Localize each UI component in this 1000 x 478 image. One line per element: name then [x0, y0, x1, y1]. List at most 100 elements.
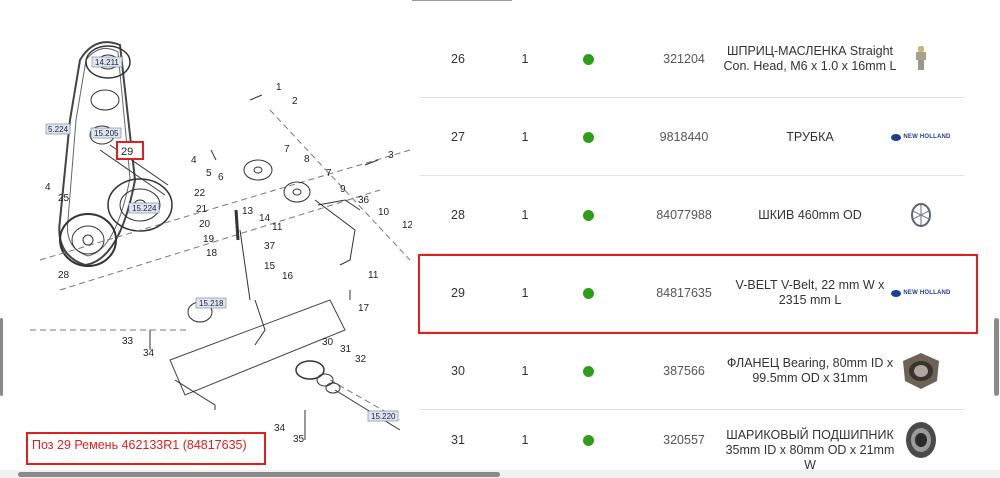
caption-text: Поз 29 Ремень 462133R1 (84817635)	[32, 438, 247, 452]
table-row[interactable]: 26 1 321204 ШПРИЦ-МАСЛЕНКА Straight Con.…	[420, 20, 964, 98]
callout-32: 32	[355, 354, 367, 365]
horizontal-scrollbar[interactable]	[0, 470, 1000, 478]
callout-2: 2	[292, 96, 298, 107]
ref-label-15-218: 15.218	[199, 299, 224, 308]
parts-table: 26 1 321204 ШПРИЦ-МАСЛЕНКА Straight Con.…	[420, 20, 964, 472]
ref-label-15-220: 15.220	[371, 412, 396, 421]
callout-12: 12	[402, 220, 412, 231]
callout-19: 19	[203, 234, 215, 245]
part-image-cell[interactable]: NEW HOLLAND	[888, 254, 954, 332]
callout-28: 28	[58, 270, 70, 281]
pos-cell: 29	[451, 286, 465, 300]
table-row[interactable]: 28 1 84077988 ШКИВ 460mm OD	[420, 176, 964, 254]
callout-4: 4	[191, 155, 197, 166]
callout-10: 10	[378, 207, 390, 218]
callout-13: 13	[242, 206, 254, 217]
flange-icon	[903, 353, 939, 389]
description-cell: V-BELT V-Belt, 22 mm W x 2315 mm L	[735, 278, 885, 307]
callout-4b: 4	[45, 182, 51, 193]
callout-14: 14	[259, 213, 271, 224]
table-row[interactable]: 29 1 84817635 V-BELT V-Belt, 22 mm W x 2…	[420, 254, 964, 332]
table-row[interactable]: 27 1 9818440 ТРУБКА NEW HOLLAND	[420, 98, 964, 176]
status-cell	[570, 332, 606, 410]
callout-31: 31	[340, 344, 352, 355]
callout-7b: 7	[326, 168, 332, 179]
callout-7: 7	[284, 144, 290, 155]
horizontal-scrollbar-thumb[interactable]	[18, 472, 500, 477]
part-number-cell[interactable]: 84817635	[656, 286, 712, 300]
status-dot-icon	[582, 434, 594, 446]
leaf-icon	[891, 289, 902, 297]
qty-cell: 1	[521, 130, 529, 144]
table-row[interactable]: 31 1 320557 ШАРИКОВЫЙ ПОДШИПНИК 35mm ID …	[420, 410, 964, 472]
ref-label-14-211: 14.211	[95, 58, 119, 67]
callout-11b: 11	[368, 270, 379, 281]
callout-30: 30	[322, 337, 334, 348]
callout-29: 29	[121, 146, 133, 158]
status-cell	[570, 254, 606, 332]
callout-34: 34	[143, 348, 155, 359]
callout-29-highlight	[116, 141, 144, 160]
status-cell	[570, 176, 606, 254]
callout-3: 3	[388, 150, 394, 161]
callout-33: 33	[122, 336, 134, 347]
ref-label-15-205: 15.205	[94, 129, 119, 138]
ref-label-15-224: 15.224	[132, 204, 157, 213]
caption-box: Поз 29 Ремень 462133R1 (84817635)	[26, 432, 266, 465]
callout-9: 9	[340, 184, 346, 195]
callout-5: 5	[206, 168, 212, 179]
callout-20: 20	[199, 219, 211, 230]
description-cell: ФЛАНЕЦ Bearing, 80mm ID x 99.5mm OD x 31…	[726, 356, 894, 385]
status-cell	[570, 20, 606, 98]
row-29-highlight	[418, 254, 978, 334]
status-cell	[570, 98, 606, 176]
part-number-cell[interactable]: 387566	[663, 364, 705, 378]
diagram-drawing: 14.211 5.224 15.205 15.224 15.218 15.220…	[30, 41, 412, 445]
part-number-cell[interactable]: 320557	[663, 433, 705, 447]
pos-cell: 28	[451, 208, 465, 222]
callout-36: 36	[358, 195, 370, 206]
part-image-cell[interactable]	[888, 20, 954, 98]
qty-cell: 1	[521, 364, 529, 378]
callout-25: 25	[58, 193, 70, 204]
grease-fitting-icon	[916, 46, 926, 70]
qty-cell: 1	[521, 208, 529, 222]
description-cell: ШПРИЦ-МАСЛЕНКА Straight Con. Head, M6 x …	[723, 44, 897, 73]
callout-11: 11	[272, 222, 283, 233]
callout-15: 15	[264, 261, 276, 272]
description-cell: ШКИВ 460mm OD	[758, 207, 862, 222]
part-image-cell[interactable]	[888, 410, 954, 470]
callout-17: 17	[358, 303, 370, 314]
pos-cell: 27	[451, 130, 465, 144]
ref-label-5-224: 5.224	[48, 125, 69, 134]
pos-cell: 30	[451, 364, 465, 378]
part-number-cell[interactable]: 321204	[663, 52, 705, 66]
table-row[interactable]: 30 1 387566 ФЛАНЕЦ Bearing, 80mm ID x 99…	[420, 332, 964, 410]
callout-18: 18	[206, 248, 218, 259]
part-number-cell[interactable]: 9818440	[659, 130, 709, 144]
part-image-cell[interactable]	[888, 176, 954, 254]
part-image-cell[interactable]	[888, 332, 954, 410]
pos-cell: 31	[451, 433, 465, 447]
vertical-scrollbar-thumb[interactable]	[994, 318, 999, 396]
callout-8: 8	[304, 154, 310, 165]
callout-37: 37	[264, 241, 276, 252]
qty-cell: 1	[521, 433, 529, 447]
left-scrollbar-thumb[interactable]	[0, 318, 3, 396]
status-dot-icon	[582, 131, 594, 143]
part-number-cell[interactable]: 84077988	[656, 208, 712, 222]
part-image-cell[interactable]: NEW HOLLAND	[888, 98, 954, 176]
status-dot-icon	[582, 287, 594, 299]
callout-22: 22	[194, 188, 206, 199]
callout-6: 6	[218, 172, 224, 183]
bearing-icon	[906, 422, 936, 458]
new-holland-logo: NEW HOLLAND	[891, 289, 950, 297]
qty-cell: 1	[521, 52, 529, 66]
pos-cell: 26	[451, 52, 465, 66]
qty-cell: 1	[521, 286, 529, 300]
pulley-icon	[911, 203, 931, 227]
callout-16: 16	[282, 271, 294, 282]
callout-35: 35	[293, 434, 305, 445]
status-cell	[570, 410, 606, 470]
status-dot-icon	[582, 53, 594, 65]
